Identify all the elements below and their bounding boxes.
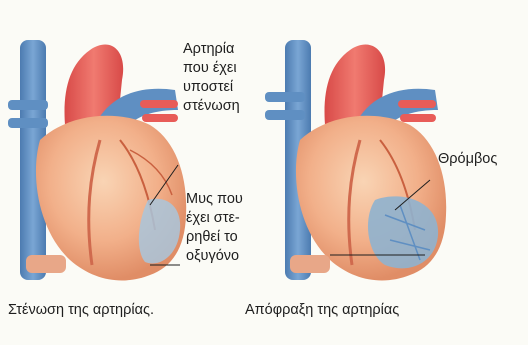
caption-right: Απόφραξη της αρτηρίας: [245, 302, 399, 318]
left-pulmonary-artery-1: [140, 100, 178, 108]
caption-left: Στένωση της αρτηρίας.: [8, 302, 154, 318]
left-pulmonary-vein-1: [8, 100, 48, 110]
right-heart: [265, 40, 446, 280]
right-pulmonary-artery-2: [400, 114, 436, 122]
label-oxygen-deprived-muscle: Μυς που έχει στε- ρηθεί το οξυγόνο: [186, 190, 243, 266]
left-pulmonary-artery-2: [142, 114, 178, 122]
left-heart: [8, 40, 186, 280]
right-pulmonary-vein-1: [265, 92, 305, 102]
label-narrowed-artery: Αρτηρία που έχει υποστεί στένωση: [183, 40, 240, 116]
label-thrombus: Θρόμβος: [438, 150, 497, 169]
right-pulmonary-artery-1: [398, 100, 436, 108]
left-pulmonary-vein-2: [8, 118, 48, 128]
right-pulmonary-vein-2: [265, 110, 305, 120]
